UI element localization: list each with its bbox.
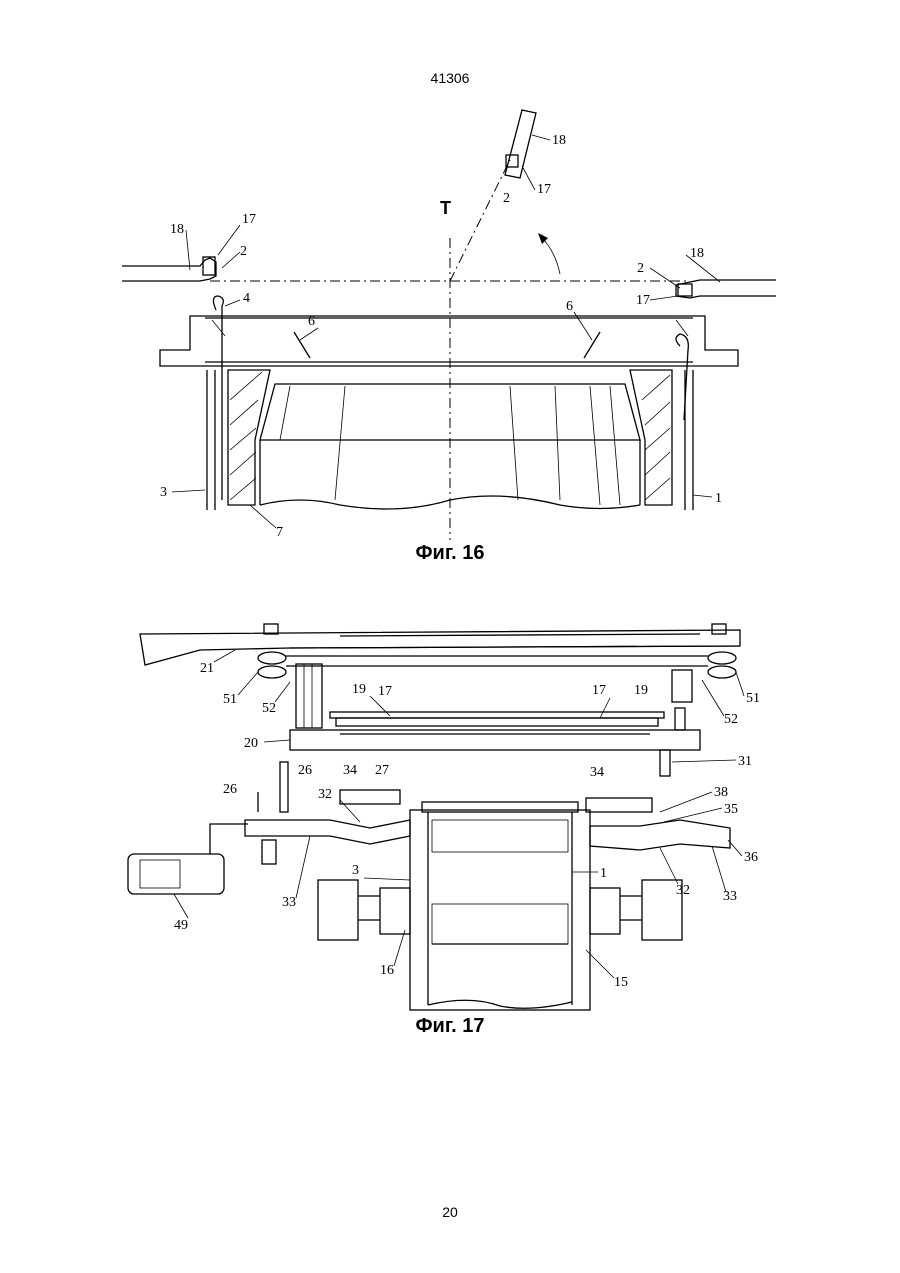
fig16-label: 6	[566, 299, 573, 314]
fig17-label: 35	[724, 802, 738, 817]
fig16-right-arm	[676, 280, 776, 298]
fig16-label: 6	[308, 314, 315, 329]
fig16-label: 17	[537, 182, 551, 197]
fig16-part-6-right	[584, 332, 600, 358]
fig17-label: 20	[244, 736, 258, 751]
fig17-post-right	[672, 670, 692, 702]
fig17-label: 21	[200, 661, 214, 676]
fig17-label: 32	[676, 883, 690, 898]
fig17-label: 27	[375, 763, 389, 778]
fig17-label: 33	[723, 889, 737, 904]
fig16-axis-label: T	[440, 198, 451, 218]
fig17-label: 33	[282, 895, 296, 910]
fig17-roller-left-a	[258, 652, 286, 664]
fig17-label: 52	[262, 701, 276, 716]
fig16-label: 4	[243, 291, 250, 306]
fig16-label: 18	[552, 133, 566, 148]
fig16-label: 3	[160, 485, 167, 500]
fig16-hatched-left	[228, 370, 270, 505]
page-number: 20	[0, 1204, 900, 1220]
fig16-label: 2	[503, 191, 510, 206]
fig17-plate-17	[336, 718, 658, 726]
fig16-label: 18	[170, 222, 184, 237]
fig17-pin-31	[660, 750, 670, 776]
fig16-label: 2	[637, 261, 644, 276]
fig17-label: 16	[380, 963, 394, 978]
fig17-label: 38	[714, 785, 728, 800]
fig16-hatched-right	[630, 370, 672, 505]
fig16-part-6-left	[294, 332, 310, 358]
fig16-arrow-head	[538, 233, 548, 244]
fig17-rod-26	[280, 762, 288, 812]
fig16-label: 17	[242, 212, 256, 227]
fig16-hook-right	[676, 334, 688, 420]
fig17-label: 17	[378, 684, 392, 699]
fig17-bracket-34-right	[586, 798, 652, 812]
fig16-label: 18	[690, 246, 704, 261]
fig17-label: 26	[298, 763, 312, 778]
fig17-plate-19	[330, 712, 664, 718]
figure-16-drawing: 18 17 2 4 6 6 18 17 2 18 2 17 3 7 1 T	[122, 110, 776, 540]
fig17-label: 19	[352, 682, 366, 697]
fig17-side-body-left	[318, 880, 358, 940]
fig16-rim-frame	[160, 316, 738, 366]
fig16-label: 1	[715, 491, 722, 506]
fig17-label: 52	[724, 712, 738, 727]
fig16-rotated-dash	[450, 160, 510, 281]
fig17-label: 3	[352, 863, 359, 878]
fig17-label: 17	[592, 683, 606, 698]
fig17-arm-right	[590, 820, 730, 850]
figure-17-caption: Фиг. 17	[0, 1015, 900, 1038]
fig17-container	[410, 810, 590, 1010]
fig17-roller-left-b	[258, 666, 286, 678]
fig16-label: 7	[276, 525, 283, 540]
fig16-rotated-arm	[505, 110, 536, 178]
fig17-label: 51	[223, 692, 237, 707]
fig17-bracket-34-left	[340, 790, 400, 804]
fig17-label: 49	[174, 918, 188, 933]
fig17-label: 1	[600, 866, 607, 881]
fig17-post-left	[296, 664, 322, 728]
fig17-label: 36	[744, 850, 758, 865]
fig17-label: 34	[590, 765, 604, 780]
fig17-label: 51	[746, 691, 760, 706]
fig17-label: 19	[634, 683, 648, 698]
fig17-roller-right-a	[708, 652, 736, 664]
fig17-base-plate-20	[290, 730, 700, 750]
fig17-bolt-right	[712, 624, 726, 634]
fig16-left-arm	[122, 258, 216, 281]
fig17-label: 26	[223, 782, 237, 797]
fig17-label: 15	[614, 975, 628, 990]
fig16-label: 2	[240, 244, 247, 259]
fig17-label: 34	[343, 763, 357, 778]
figure-17-drawing: 21 51 52 19 17 17 19 52 51 20 31 26 26 3…	[128, 624, 760, 1010]
fig16-right-latch	[678, 284, 692, 296]
fig17-label: 31	[738, 754, 752, 769]
fig17-label: 32	[318, 787, 332, 802]
figure-16-caption: Фиг. 16	[0, 542, 900, 565]
fig17-roller-right-b	[708, 666, 736, 678]
fig16-label: 17	[636, 293, 650, 308]
